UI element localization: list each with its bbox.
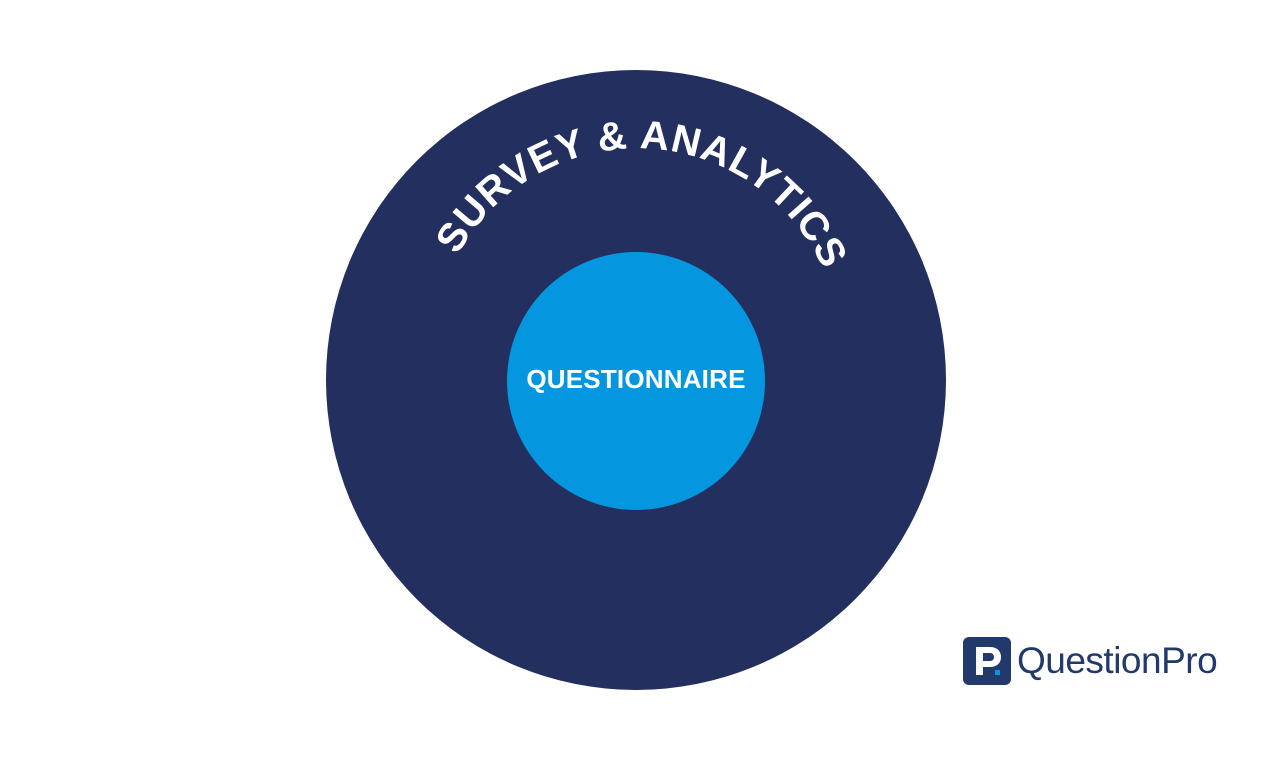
questionpro-logo: QuestionPro: [963, 636, 1218, 686]
logo-wordmark: QuestionPro: [1017, 640, 1218, 681]
questionpro-p-icon: [963, 637, 1011, 685]
inner-circle-label: QUESTIONNAIRE: [526, 363, 746, 394]
questionnaire-circle: QUESTIONNAIRE: [507, 252, 765, 510]
